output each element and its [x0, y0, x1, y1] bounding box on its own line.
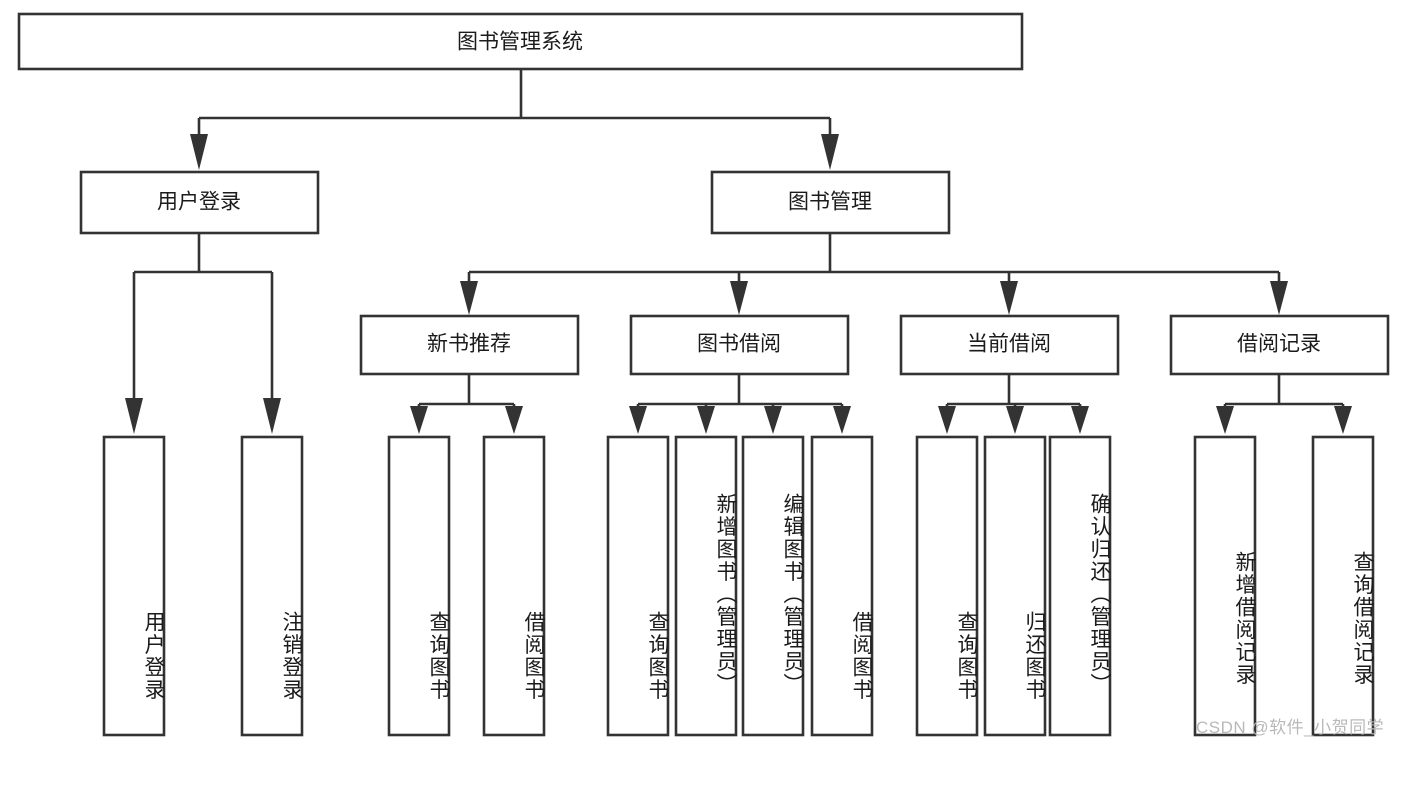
- node-borrow-record[interactable]: 借阅记录: [1169, 314, 1390, 376]
- node-new-book-recommend[interactable]: 新书推荐: [359, 314, 580, 376]
- arrowhead-bb-leaf1: [629, 406, 647, 434]
- arrowhead-book-manage: [821, 134, 839, 170]
- connector-group-borrow-record: [1216, 374, 1352, 434]
- arrowhead-cb-leaf1: [938, 406, 956, 434]
- leaf-box-bb-edit-book[interactable]: [741, 435, 805, 737]
- arrowhead-user-login: [190, 134, 208, 170]
- node-user-login-box[interactable]: [79, 170, 320, 235]
- leaf-box-bb-query-book[interactable]: [606, 435, 670, 737]
- node-new-book-recommend-label: 新书推荐: [427, 333, 511, 356]
- leaf-box-bb-add-book[interactable]: [674, 435, 738, 737]
- diagram-root: 图书管理系统 用户登录 图书管理 新书推荐 图书借阅 当前借阅 借阅记录: [17, 12, 1390, 737]
- leaf-box-nb-query-book[interactable]: [387, 435, 451, 737]
- connector-group-new-book: [410, 374, 523, 434]
- arrowhead-bb-leaf4: [833, 406, 851, 434]
- arrowhead-cb-leaf2: [1006, 406, 1024, 434]
- node-borrow-record-label: 借阅记录: [1237, 333, 1321, 356]
- leaf-box-nb-borrow-book[interactable]: [482, 435, 546, 737]
- connector-group-root: [190, 69, 839, 170]
- leaf-box-user-login[interactable]: [102, 435, 166, 737]
- node-current-borrow[interactable]: 当前借阅: [899, 314, 1120, 376]
- leaf-box-cb-return-book[interactable]: [983, 435, 1047, 737]
- node-book-borrow[interactable]: 图书借阅: [629, 314, 850, 376]
- node-root-system[interactable]: 图书管理系统: [17, 12, 1024, 71]
- arrowhead-bb-leaf3: [764, 406, 782, 434]
- leaf-box-logout[interactable]: [240, 435, 304, 737]
- arrowhead-leaf-user-login: [125, 398, 143, 434]
- arrowhead-br-leaf1: [1216, 406, 1234, 434]
- leaf-box-br-add-record[interactable]: [1193, 435, 1257, 737]
- arrowhead-leaf-logout: [263, 398, 281, 434]
- connector-group-current-borrow: [938, 374, 1089, 434]
- node-current-borrow-box[interactable]: [899, 314, 1120, 376]
- arrowhead-nb-leaf2: [505, 406, 523, 434]
- node-book-manage-label: 图书管理: [788, 191, 872, 214]
- node-borrow-record-box[interactable]: [1169, 314, 1390, 376]
- diagram-canvas: 图书管理系统 用户登录 图书管理 新书推荐 图书借阅 当前借阅 借阅记录: [17, 12, 1390, 737]
- arrowhead-bb-leaf2: [697, 406, 715, 434]
- arrowhead-nb-leaf1: [410, 406, 428, 434]
- leaf-box-cb-query-book[interactable]: [915, 435, 979, 737]
- leaf-box-bb-borrow-book[interactable]: [810, 435, 874, 737]
- node-current-borrow-label: 当前借阅: [967, 333, 1051, 356]
- connector-group-user-login: [125, 233, 281, 434]
- node-book-manage-box[interactable]: [710, 170, 951, 235]
- csdn-watermark: CSDN @软件_小贺同学: [1196, 718, 1385, 737]
- connector-group-book-borrow: [629, 374, 851, 434]
- node-root-system-box[interactable]: [17, 12, 1024, 71]
- arrowhead-book-borrow: [730, 281, 748, 315]
- arrowhead-current-borrow: [1000, 281, 1018, 315]
- arrowhead-cb-leaf3: [1071, 406, 1089, 434]
- node-book-manage[interactable]: 图书管理: [710, 170, 951, 235]
- arrowhead-br-leaf2: [1334, 406, 1352, 434]
- node-new-book-recommend-box[interactable]: [359, 314, 580, 376]
- node-user-login[interactable]: 用户登录: [79, 170, 320, 235]
- leaf-box-cb-confirm-return[interactable]: [1048, 435, 1112, 737]
- node-user-login-label: 用户登录: [157, 191, 241, 214]
- node-root-system-label: 图书管理系统: [457, 31, 583, 54]
- node-book-borrow-label: 图书借阅: [697, 333, 781, 356]
- leaf-box-br-query-record[interactable]: [1311, 435, 1375, 737]
- arrowhead-borrow-record: [1270, 281, 1288, 315]
- node-book-borrow-box[interactable]: [629, 314, 850, 376]
- connector-group-book-manage: [460, 233, 1288, 315]
- arrowhead-new-book: [460, 281, 478, 315]
